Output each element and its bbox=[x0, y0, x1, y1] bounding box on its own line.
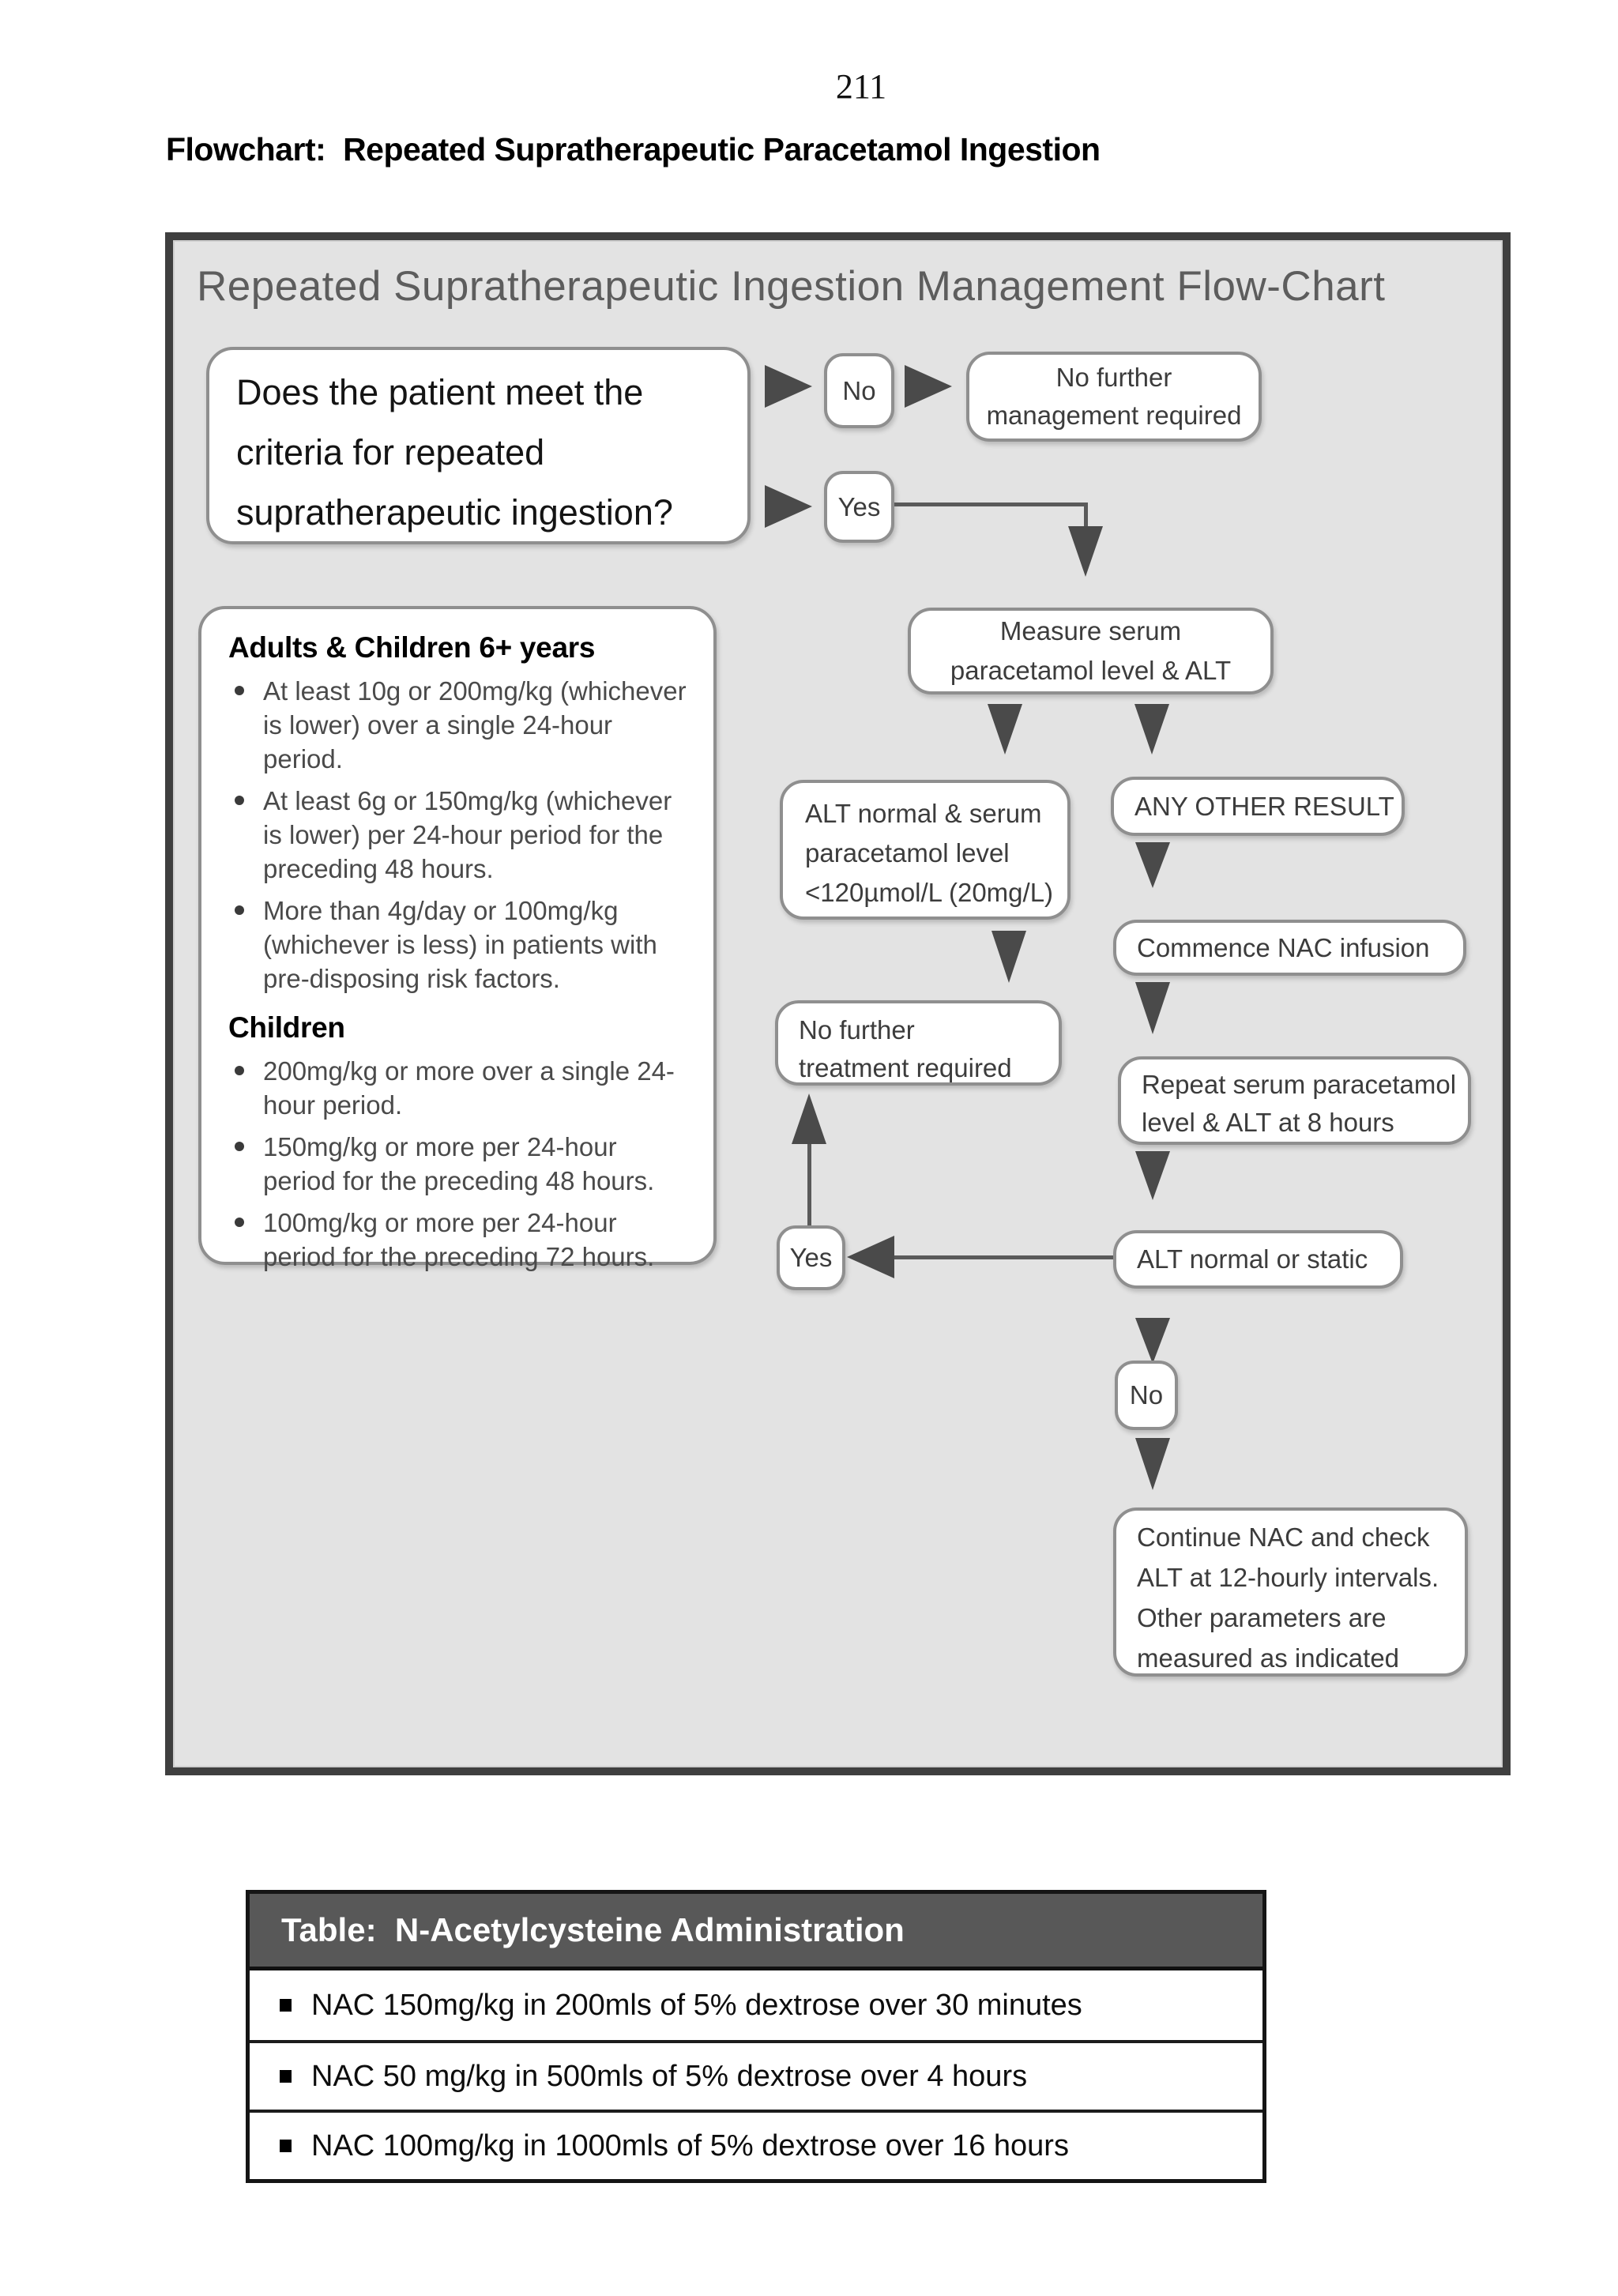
arrow-repeat-to-altstatic-icon bbox=[1135, 1151, 1170, 1200]
criteria-item: At least 6g or 150mg/kg (whichever is lo… bbox=[228, 784, 693, 886]
criteria-item: 100mg/kg or more per 24-hour period for … bbox=[228, 1206, 693, 1274]
bullet-icon bbox=[228, 894, 263, 996]
node-no-loop: No bbox=[1115, 1361, 1178, 1430]
node-yes-loop: Yes bbox=[777, 1225, 845, 1290]
arrow-no-to-continue-icon bbox=[1135, 1438, 1170, 1490]
node-continue-nac: Continue NAC and check ALT at 12-hourly … bbox=[1113, 1507, 1468, 1677]
criteria-item-text: 150mg/kg or more per 24-hour period for … bbox=[263, 1132, 655, 1195]
criteria-item: 200mg/kg or more over a single 24-hour p… bbox=[228, 1054, 693, 1122]
page-number: 211 bbox=[835, 67, 887, 106]
node-any-other-result: ANY OTHER RESULT bbox=[1111, 777, 1405, 836]
table-row: NAC 50 mg/kg in 500mls of 5% dextrose ov… bbox=[250, 2040, 1262, 2110]
criteria-item-text: 100mg/kg or more per 24-hour period for … bbox=[263, 1208, 655, 1271]
criteria-adults-heading: Adults & Children 6+ years bbox=[228, 631, 596, 664]
arrow-altstatic-to-no-icon bbox=[1135, 1318, 1170, 1364]
bullet-icon bbox=[228, 784, 263, 886]
arrow-question-to-yes-icon bbox=[765, 485, 812, 528]
bullet-icon bbox=[228, 1206, 263, 1274]
arrow-measure-to-altnormal-icon bbox=[988, 704, 1022, 755]
connector-altstatic-to-yes bbox=[894, 1255, 1113, 1259]
criteria-item: More than 4g/day or 100mg/kg (whichever … bbox=[228, 894, 693, 996]
table-row: NAC 150mg/kg in 200mls of 5% dextrose ov… bbox=[250, 1970, 1262, 2040]
bullet-icon bbox=[228, 1130, 263, 1198]
criteria-item-text: At least 10g or 200mg/kg (whichever is l… bbox=[263, 676, 687, 773]
document-title: Flowchart: Repeated Supratherapeutic Par… bbox=[166, 131, 1101, 167]
nac-table-header: Table: N-Acetylcysteine Administration bbox=[250, 1894, 1262, 1970]
connector-yes-up bbox=[807, 1142, 811, 1225]
table-row: NAC 100mg/kg in 1000mls of 5% dextrose o… bbox=[250, 2110, 1262, 2179]
node-criteria: Adults & Children 6+ years At least 10g … bbox=[198, 606, 717, 1271]
node-no-further-treatment: No further treatment required bbox=[775, 1000, 1062, 1086]
bullet-icon bbox=[228, 674, 263, 776]
arrow-altstatic-to-yes-icon bbox=[847, 1236, 894, 1278]
table-row-text: NAC 50 mg/kg in 500mls of 5% dextrose ov… bbox=[311, 2059, 1028, 2093]
arrow-yes-to-measure-icon bbox=[1068, 526, 1103, 577]
arrow-commence-to-repeat-icon bbox=[1135, 982, 1170, 1034]
square-bullet-icon bbox=[280, 2070, 292, 2083]
square-bullet-icon bbox=[280, 2140, 292, 2152]
node-question: Does the patient meet the criteria for r… bbox=[206, 347, 751, 544]
node-alt-normal-low: ALT normal & serum paracetamol level <12… bbox=[780, 780, 1071, 920]
connector-yes-vertical bbox=[1084, 502, 1088, 528]
criteria-children-heading: Children bbox=[228, 1011, 345, 1044]
table-row-text: NAC 100mg/kg in 1000mls of 5% dextrose o… bbox=[311, 2129, 1069, 2162]
arrow-yes-to-notreatment-icon bbox=[792, 1093, 826, 1144]
criteria-item-text: 200mg/kg or more over a single 24-hour p… bbox=[263, 1056, 675, 1120]
arrow-altnormal-to-notreatment-icon bbox=[991, 931, 1026, 983]
node-no-further-management: No further management required bbox=[966, 352, 1262, 442]
arrow-no-to-management-icon bbox=[905, 365, 952, 408]
criteria-item: 150mg/kg or more per 24-hour period for … bbox=[228, 1130, 693, 1198]
node-yes: Yes bbox=[824, 471, 894, 543]
node-measure-serum: Measure serum paracetamol level & ALT bbox=[908, 608, 1274, 694]
node-repeat-serum: Repeat serum paracetamol level & ALT at … bbox=[1118, 1056, 1471, 1145]
node-commence-nac: Commence NAC infusion bbox=[1113, 920, 1466, 976]
connector-yes-horizontal bbox=[894, 502, 1088, 506]
arrow-question-to-no-icon bbox=[765, 365, 812, 408]
bullet-icon bbox=[228, 1054, 263, 1122]
node-no: No bbox=[824, 353, 894, 428]
criteria-item: At least 10g or 200mg/kg (whichever is l… bbox=[228, 674, 693, 776]
flowchart-title: Repeated Supratherapeutic Ingestion Mana… bbox=[197, 263, 1386, 310]
criteria-item-text: More than 4g/day or 100mg/kg (whichever … bbox=[263, 896, 657, 993]
square-bullet-icon bbox=[280, 1999, 292, 2012]
nac-table: Table: N-Acetylcysteine Administration N… bbox=[246, 1890, 1266, 2183]
criteria-item-text: At least 6g or 150mg/kg (whichever is lo… bbox=[263, 786, 672, 883]
node-alt-normal-static: ALT normal or static bbox=[1113, 1230, 1403, 1289]
arrow-anyother-to-commence-icon bbox=[1135, 842, 1170, 888]
arrow-measure-to-anyother-icon bbox=[1134, 704, 1169, 755]
table-row-text: NAC 150mg/kg in 200mls of 5% dextrose ov… bbox=[311, 1988, 1082, 2022]
